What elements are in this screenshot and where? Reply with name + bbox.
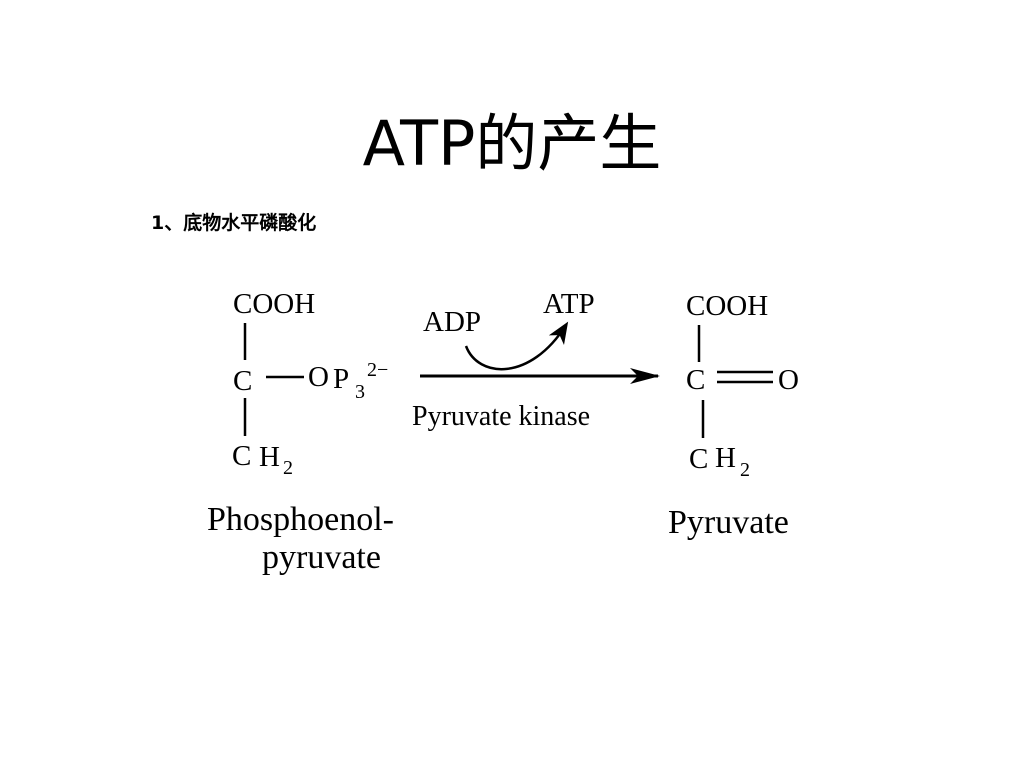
substrate-center-c: C bbox=[233, 365, 252, 397]
substrate-o: O bbox=[308, 361, 329, 393]
substrate-name-line1: Phosphoenol- bbox=[207, 501, 394, 538]
substrate-ch2-subscript: 2 bbox=[283, 457, 293, 479]
product-name: Pyruvate bbox=[668, 504, 789, 541]
cofactor-curved-arrow bbox=[464, 321, 569, 371]
substrate-ch2-h: H bbox=[259, 441, 280, 473]
product-cooh: COOH bbox=[686, 290, 768, 322]
section-subtitle: 1、底物水平磷酸化 bbox=[151, 212, 317, 234]
product-ch2-subscript: 2 bbox=[740, 459, 750, 481]
cofactor-atp: ATP bbox=[543, 288, 595, 320]
product-structure: COOH C O C H 2 bbox=[686, 290, 799, 481]
enzyme-label: Pyruvate kinase bbox=[412, 401, 590, 432]
product-o: O bbox=[778, 364, 799, 396]
substrate-structure: COOH C O P 3 2− C H 2 bbox=[232, 288, 388, 479]
product-ch2-c: C bbox=[689, 443, 708, 475]
product-ch2-h: H bbox=[715, 442, 736, 474]
substrate-cooh: COOH bbox=[233, 288, 315, 320]
slide-title: ATP的产生 bbox=[362, 107, 662, 180]
substrate-p: P bbox=[333, 363, 349, 395]
cofactor-adp: ADP bbox=[423, 306, 481, 338]
substrate-charge: 2− bbox=[367, 359, 388, 381]
substrate-ch2-c: C bbox=[232, 440, 251, 472]
substrate-p-subscript: 3 bbox=[355, 381, 365, 403]
substrate-name-line2: pyruvate bbox=[262, 539, 381, 576]
product-center-c: C bbox=[686, 364, 705, 396]
